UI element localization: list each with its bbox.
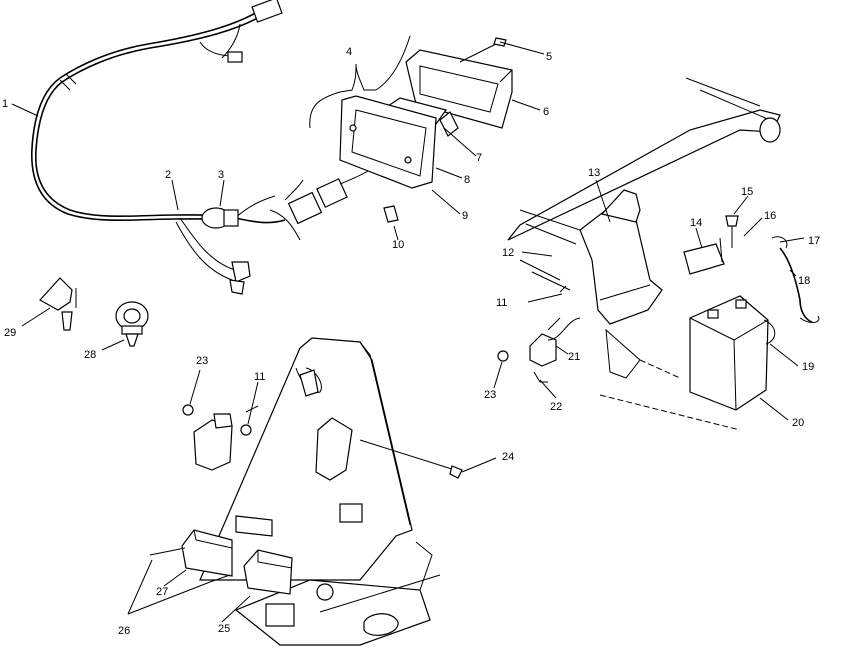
clip-28 [115,301,149,347]
callout-22: 22 [550,401,562,413]
callout-labels: 1 2 3 4 5 6 7 8 9 10 11 11 12 13 14 15 1… [2,46,820,637]
callout-14: 14 [690,217,702,229]
callout-21: 21 [568,351,580,363]
callout-16: 16 [764,210,776,222]
callout-12: 12 [502,247,514,259]
callout-24: 24 [502,451,514,463]
callout-27: 27 [156,586,168,598]
callout-23-frame: 23 [484,389,496,401]
callout-18: 18 [798,275,810,287]
callout-20: 20 [792,417,804,429]
leader-lines [11,41,805,623]
callout-11-plate: 11 [254,371,265,383]
callout-2: 2 [165,169,171,181]
callout-6: 6 [543,106,549,118]
callout-10: 10 [392,239,404,251]
callout-7: 7 [476,152,482,164]
wiring-harness [31,0,379,295]
callout-9: 9 [462,210,468,222]
callout-5: 5 [546,51,552,63]
callout-19: 19 [802,361,814,373]
callout-29: 29 [4,327,16,339]
callout-25: 25 [218,623,230,635]
callout-3: 3 [218,169,224,181]
tail-light-assembly [309,35,513,223]
callout-17: 17 [808,235,820,247]
callout-23-plate: 23 [196,355,208,367]
frame-and-battery [497,77,820,431]
callout-11-frame: 11 [496,297,507,309]
callout-4: 4 [346,46,352,58]
callout-15: 15 [741,186,753,198]
fastener-29 [39,277,77,331]
mounting-plate [149,337,463,646]
callout-26: 26 [118,625,130,637]
callout-8: 8 [464,174,470,186]
callout-1: 1 [2,98,8,110]
callout-13: 13 [588,167,600,179]
callout-28: 28 [84,349,96,361]
